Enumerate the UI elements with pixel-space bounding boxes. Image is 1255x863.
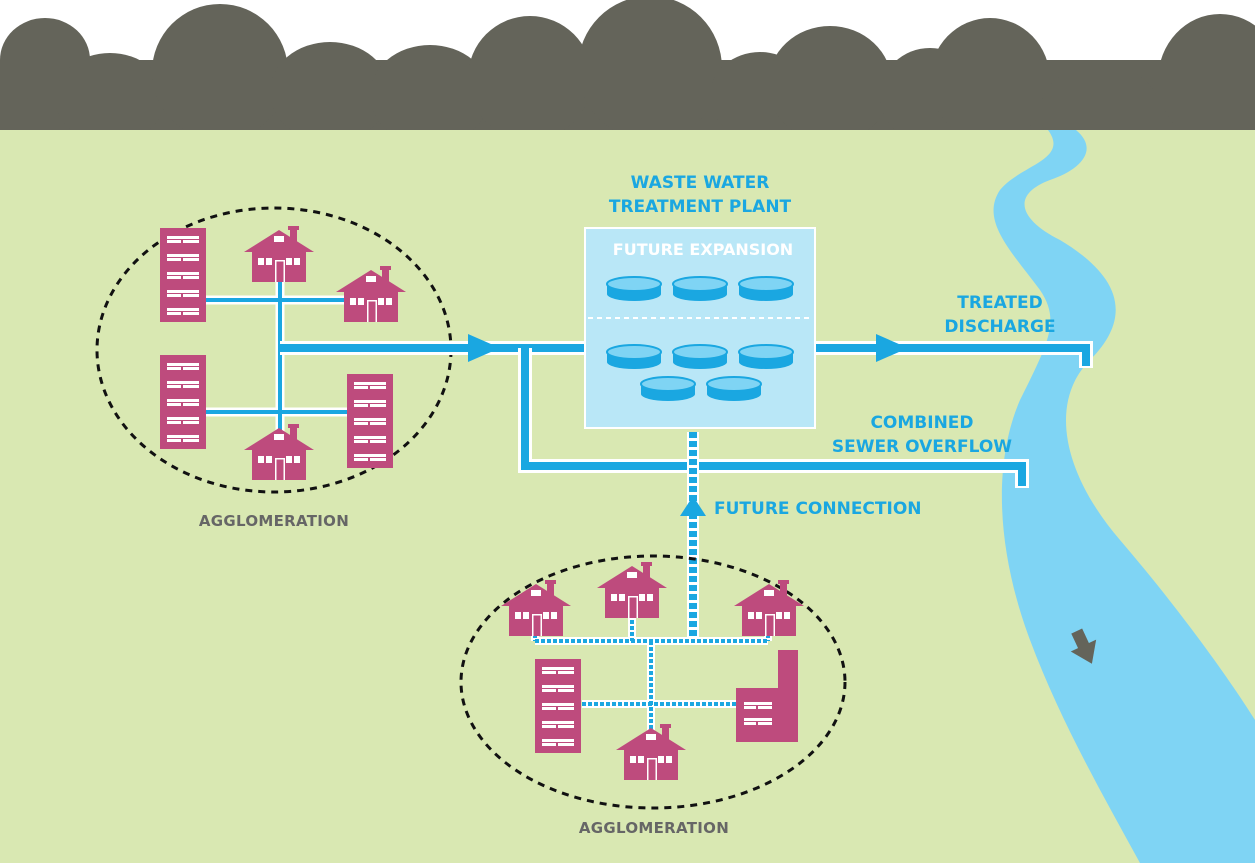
plant-title-line2: TREATMENT PLANT <box>609 197 792 217</box>
flow-arrow-to-plant <box>468 334 500 362</box>
overflow-label-line2: SEWER OVERFLOW <box>832 437 1012 457</box>
combined-sewer-overflow-line <box>518 348 1029 488</box>
future-connection-line <box>687 432 699 640</box>
flow-arrow-future <box>680 496 706 516</box>
treated-discharge-label-line2: DISCHARGE <box>944 317 1055 337</box>
hills <box>0 0 1255 160</box>
future-expansion-label: FUTURE EXPANSION <box>613 240 793 259</box>
treated-discharge-label-line1: TREATED <box>957 293 1042 313</box>
apartment-building-icon <box>160 228 206 322</box>
plant-title-line1: WASTE WATER <box>631 173 770 193</box>
apartment-building-icon <box>535 659 581 753</box>
overflow-label-line1: COMBINED <box>870 413 973 433</box>
river <box>993 130 1255 863</box>
apartment-building-icon <box>347 374 393 468</box>
agglomeration-2-label: AGGLOMERATION <box>579 819 729 837</box>
future-connection-label: FUTURE CONNECTION <box>714 499 922 519</box>
agglomeration-1-label: AGGLOMERATION <box>199 512 349 530</box>
flow-arrow-discharge <box>876 334 908 362</box>
treatment-plant <box>584 227 816 429</box>
apartment-building-icon <box>160 355 206 449</box>
flow-direction-arrow-icon <box>1070 628 1097 664</box>
agglomeration-2-boundary <box>459 554 847 810</box>
